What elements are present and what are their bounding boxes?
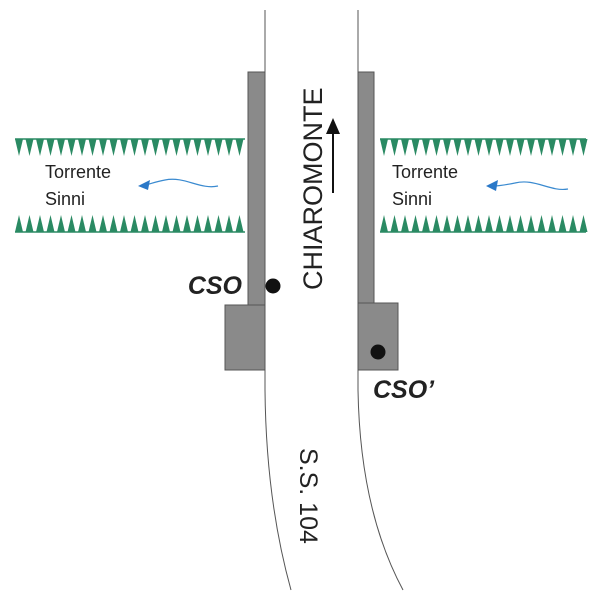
cso-station-marker: [265, 278, 281, 294]
road-destination-label: CHIAROMONTE: [298, 88, 328, 291]
right-upper-bank: [380, 138, 588, 156]
riverbanks: [15, 138, 588, 233]
right-abutment: [357, 302, 399, 371]
cso-prime-label: CSO’: [373, 376, 435, 404]
road-code-label: S.S. 104: [294, 448, 322, 544]
river-label-right-line2: Sinni: [392, 189, 432, 209]
river-label-left-line1: Torrente: [45, 162, 111, 182]
flow-arrow-left-icon: [138, 178, 219, 190]
left-upper-bank: [15, 138, 245, 156]
road-right-edge: [357, 10, 404, 591]
left-abutment: [224, 304, 266, 371]
right-lower-bank: [380, 215, 588, 233]
left-lower-bank: [15, 215, 245, 233]
right-bridge-wall: [357, 71, 375, 304]
river-label-right-line1: Torrente: [392, 162, 458, 182]
river-label-left-line2: Sinni: [45, 189, 85, 209]
direction-arrow-icon: [326, 118, 340, 193]
cso-prime-station-marker: [370, 344, 386, 360]
cso-label: CSO: [188, 272, 243, 300]
flow-arrow-right-icon: [486, 180, 569, 191]
left-bridge-wall: [247, 71, 266, 306]
road-left-edge: [264, 10, 292, 591]
